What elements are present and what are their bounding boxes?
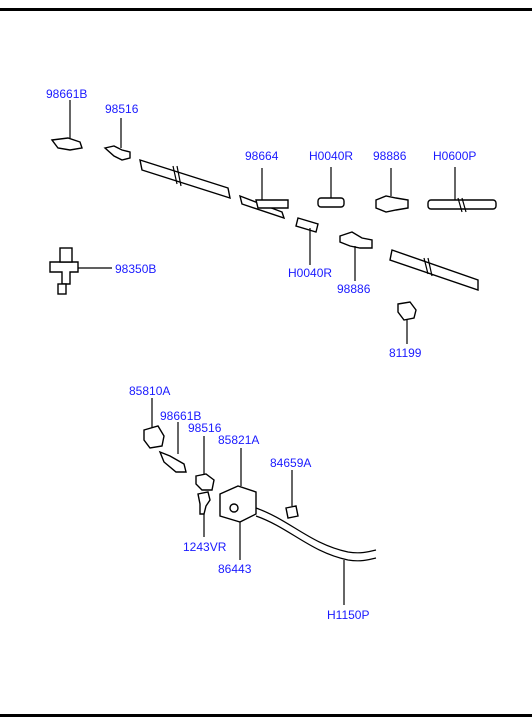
label-H1150P: H1150P <box>327 608 369 622</box>
label-98516-top: 98516 <box>105 102 139 116</box>
tube-H0600P-part <box>427 167 497 213</box>
frame-top-border <box>0 8 532 11</box>
label-98516-bottom: 98516 <box>188 421 222 435</box>
elbow-hose-bottom-part <box>158 422 187 473</box>
tube-98664-part <box>238 168 289 220</box>
label-98886-bottom: 98886 <box>337 282 371 296</box>
nozzle-part <box>103 118 131 161</box>
label-84659A: 84659A <box>270 456 311 470</box>
connector-98886-bottom-part <box>339 231 373 281</box>
washer-tube-right-part <box>389 249 479 291</box>
label-H0040R-bottom: H0040R <box>288 266 332 280</box>
label-98886-top: 98886 <box>373 149 407 163</box>
label-98661B-top: 98661B <box>46 87 87 101</box>
check-valve-part <box>49 247 112 295</box>
tube-H0040R-bottom-part <box>295 217 319 265</box>
tube-H0040R-top-part <box>317 167 345 208</box>
label-85810A: 85810A <box>129 384 170 398</box>
label-98350B: 98350B <box>115 262 156 276</box>
label-86443: 86443 <box>218 562 252 576</box>
grommet-84659A-part <box>285 470 299 519</box>
label-98661B-bottom: 98661B <box>160 409 201 423</box>
frame-bottom-border <box>0 714 532 717</box>
connector-98886-top-part <box>375 168 409 213</box>
washer-tube-part <box>139 158 231 200</box>
nozzle-body-86443-part <box>219 448 257 560</box>
label-81199: 81199 <box>389 346 422 360</box>
nozzle-bottom-part <box>195 436 215 491</box>
screw-1243VR-part <box>197 491 211 537</box>
label-98664: 98664 <box>245 149 279 163</box>
elbow-hose-part <box>50 100 83 151</box>
clip-81199-part <box>397 301 417 344</box>
label-H0600P: H0600P <box>433 149 476 163</box>
clip-85810A-part <box>143 398 165 449</box>
label-1243VR: 1243VR <box>183 540 227 554</box>
hose-H1150P-part <box>255 507 377 605</box>
label-85821A: 85821A <box>218 433 259 447</box>
label-H0040R-top: H0040R <box>309 149 353 163</box>
